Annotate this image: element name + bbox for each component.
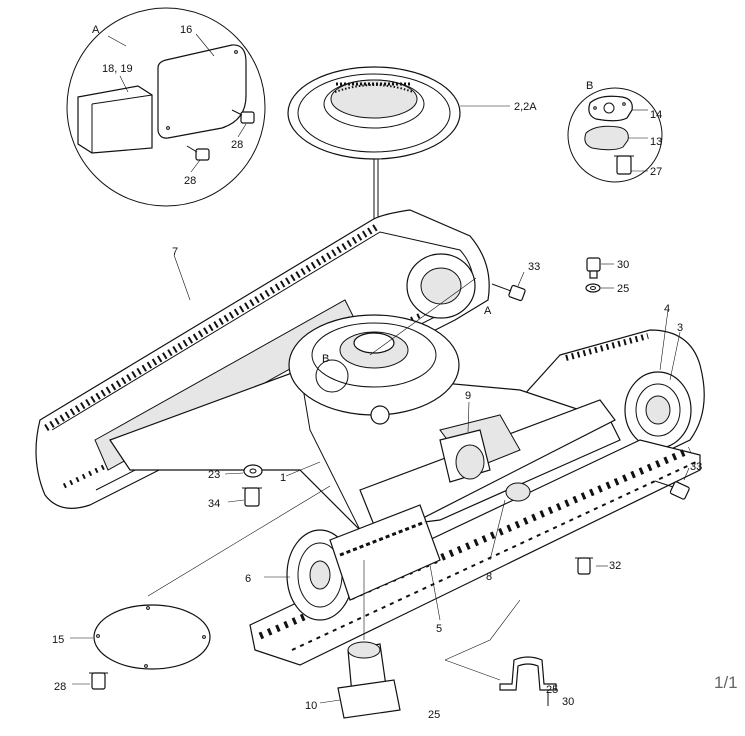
callout-15: 15 [52,634,64,646]
hydraulic-motor: 9 [439,390,491,483]
callout-33-right: 33 [690,461,702,473]
callout-a-frame: A [484,305,492,317]
detail-b-label: B [586,80,593,92]
pipe-clamp: 25 30 [444,599,574,708]
callout-10: 10 [305,700,317,712]
callout-4: 4 [664,303,670,315]
cover-plate: 15 28 [52,485,331,693]
callout-7: 7 [172,246,178,258]
callout-6: 6 [245,573,251,585]
callout-13: 13 [650,136,662,148]
callout-23: 23 [208,469,220,481]
callout-25-bottom: 25 [546,684,558,696]
callout-3: 3 [677,322,683,334]
hardware-right: 33 [654,461,702,500]
detail-a-label: A [92,24,100,36]
callout-25-cut: 25 [428,709,440,721]
middle-parts: 8 32 5 [429,482,621,635]
detail-a: A 16 18, 19 28 28 [66,7,266,207]
callout-1: 1 [280,472,286,484]
callout-9: 9 [465,390,471,402]
callout-27: 27 [650,166,662,178]
callout-34: 34 [208,498,220,510]
callout-b-frame: B [322,353,329,365]
lower-track-chain [249,439,701,666]
slewing-ring: 2,2A [287,66,537,300]
callout-32: 32 [609,560,621,572]
callout-28-bottom: 28 [54,681,66,693]
ring-mount: B [288,314,460,425]
hardware-left: 23 34 [208,464,263,510]
callout-25-top: 25 [617,283,629,295]
detail-b: B 14 13 27 [567,80,663,183]
swivel-joint: 10 25 [305,560,440,721]
callout-14: 14 [650,109,662,121]
callout-28-detail-a-lower: 28 [184,175,196,187]
idler-wheel: 6 [245,504,441,621]
callout-2-2a: 2,2A [514,101,537,113]
callout-16: 16 [180,24,192,36]
callout-8: 8 [486,571,492,583]
callout-28-detail-a-upper: 28 [231,139,243,151]
page-indicator: 1/1 [714,673,738,692]
hardware-top-right: 33 30 25 A [369,257,629,356]
callout-30-top: 30 [617,259,629,271]
callout-5: 5 [436,623,442,635]
callout-30-bottom: 30 [562,696,574,708]
callout-18-19: 18, 19 [102,63,133,75]
callout-33-top: 33 [528,261,540,273]
